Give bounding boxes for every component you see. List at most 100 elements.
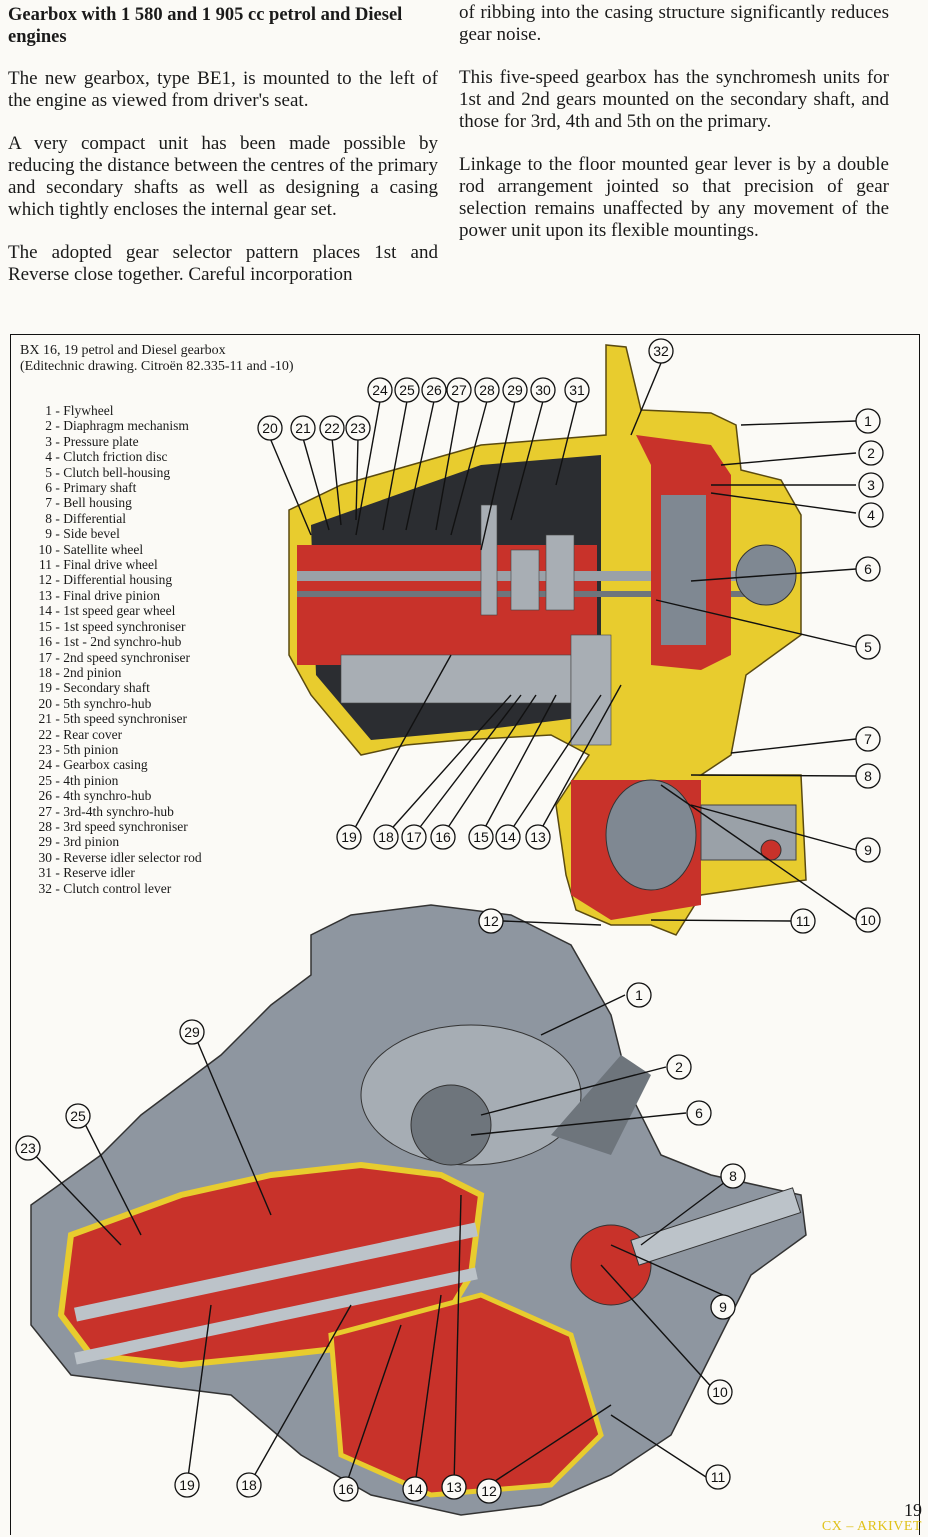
callout-10: 10 (855, 907, 881, 933)
callout-27: 27 (446, 377, 472, 403)
callout-number: 19 (341, 829, 357, 845)
paragraph: Linkage to the floor mounted gear lever … (459, 154, 889, 241)
callout-16: 16 (333, 1476, 359, 1502)
callout-14: 14 (402, 1476, 428, 1502)
legend-item: 26 - 4th synchro-hub (38, 788, 152, 804)
callout-number: 2 (675, 1059, 683, 1075)
callout-number: 8 (864, 768, 872, 784)
callout-12: 12 (476, 1478, 502, 1504)
callout-number: 11 (796, 913, 811, 929)
callout-21: 21 (290, 415, 316, 441)
callout-number: 9 (719, 1299, 727, 1315)
callout-number: 1 (635, 987, 643, 1003)
page-number: 19 (904, 1500, 922, 1520)
callout-25: 25 (394, 377, 420, 403)
cutaway-drawing (30, 904, 807, 1516)
gearbox-illustration: 20 21 22 23 24 25 26 27 28 29 30 31 32 1… (15, 338, 884, 1516)
callout-number: 25 (70, 1108, 86, 1124)
callout-3: 3 (858, 472, 884, 498)
legend-item: 8 - Differential (45, 510, 126, 526)
legend-item: 32 - Clutch control lever (38, 880, 172, 896)
callout-5: 5 (855, 634, 881, 660)
callout-number: 18 (241, 1477, 257, 1493)
callout-number: 22 (324, 420, 340, 436)
callout-number: 9 (864, 842, 872, 858)
callout-number: 32 (653, 343, 669, 359)
callout-number: 11 (711, 1469, 726, 1485)
paragraph: The new gearbox, type BE1, is mounted to… (8, 68, 438, 111)
legend-item: 16 - 1st - 2nd synchro-hub (38, 634, 182, 650)
legend-item: 25 - 4th pinion (38, 772, 119, 788)
callout-number: 26 (426, 382, 442, 398)
callout-26: 26 (421, 377, 447, 403)
callout-12: 12 (478, 908, 504, 934)
callout-2: 2 (858, 440, 884, 466)
figure-caption: BX 16, 19 petrol and Diesel gearbox (Edi… (20, 343, 294, 375)
legend-item: 28 - 3rd speed synchroniser (38, 818, 188, 834)
callout-number: 15 (473, 829, 489, 845)
callout-16: 16 (430, 824, 456, 850)
legend-item: 4 - Clutch friction disc (45, 449, 168, 465)
callout-19: 19 (336, 824, 362, 850)
callout-number: 13 (446, 1479, 462, 1495)
callout-8: 8 (855, 763, 881, 789)
legend-item: 12 - Differential housing (38, 572, 173, 588)
callout-number: 13 (530, 829, 546, 845)
legend-item: 2 - Diaphragm mechanism (45, 418, 189, 434)
callout-9: 9 (855, 837, 881, 863)
callout-31: 31 (564, 377, 590, 403)
legend-item: 23 - 5th pinion (38, 741, 119, 757)
caption-credit: (Editechnic drawing. Citroën 82.335-11 a… (20, 359, 294, 374)
callout-number: 21 (295, 420, 311, 436)
callout-14: 14 (495, 824, 521, 850)
legend-item: 13 - Final drive pinion (38, 587, 161, 603)
callout-1: 1 (626, 982, 652, 1008)
legend-item: 7 - Bell housing (45, 495, 132, 511)
legend-item: 14 - 1st speed gear wheel (38, 603, 176, 619)
callout-30: 30 (530, 377, 556, 403)
legend-item: 10 - Satellite wheel (38, 541, 144, 557)
callout-number: 24 (372, 382, 388, 398)
callout-number: 23 (20, 1140, 36, 1156)
paragraph: The adopted gear selector pattern places… (8, 242, 438, 285)
caption-title: BX 16, 19 petrol and Diesel gearbox (20, 343, 226, 358)
callout-18: 18 (236, 1472, 262, 1498)
right-column: of ribbing into the casing structure sig… (459, 0, 889, 263)
article-heading: Gearbox with 1 580 and 1 905 cc petrol a… (8, 5, 403, 47)
paragraph: This five-speed gearbox has the synchrom… (459, 67, 889, 132)
callout-number: 14 (500, 829, 516, 845)
legend-item: 27 - 3rd-4th synchro-hub (38, 803, 174, 819)
legend-item: 21 - 5th speed synchroniser (38, 711, 187, 727)
callout-7: 7 (855, 726, 881, 752)
callout-number: 16 (338, 1481, 354, 1497)
callout-number: 29 (507, 382, 523, 398)
legend-item: 15 - 1st speed synchroniser (38, 618, 186, 634)
callout-number: 3 (867, 477, 875, 493)
legend-item: 5 - Clutch bell-housing (45, 464, 171, 480)
left-column: Gearbox with 1 580 and 1 905 cc petrol a… (8, 0, 438, 307)
callout-number: 2 (867, 445, 875, 461)
legend-item: 9 - Side bevel (45, 526, 120, 542)
paragraph: of ribbing into the casing structure sig… (459, 2, 889, 45)
legend-item: 11 - Final drive wheel (39, 557, 158, 573)
callout-25: 25 (65, 1103, 91, 1129)
archive-watermark: CX – ARKIVET (821, 1519, 922, 1534)
paragraph: A very compact unit has been made possib… (8, 133, 438, 220)
legend-item: 24 - Gearbox casing (38, 757, 148, 773)
callout-11: 11 (705, 1464, 731, 1490)
callout-19: 19 (174, 1472, 200, 1498)
leader-lines (27, 362, 857, 1486)
callout-6: 6 (855, 556, 881, 582)
legend-item: 31 - Reserve idler (38, 865, 135, 881)
callout-13: 13 (441, 1474, 467, 1500)
callout-18: 18 (373, 824, 399, 850)
callout-24: 24 (367, 377, 393, 403)
callout-number: 7 (864, 731, 872, 747)
callout-number: 1 (864, 413, 872, 429)
callout-number: 29 (184, 1024, 200, 1040)
callout-29: 29 (502, 377, 528, 403)
callout-number: 4 (867, 507, 875, 523)
callout-1: 1 (855, 408, 881, 434)
callout-22: 22 (319, 415, 345, 441)
callout-number: 23 (350, 420, 366, 436)
